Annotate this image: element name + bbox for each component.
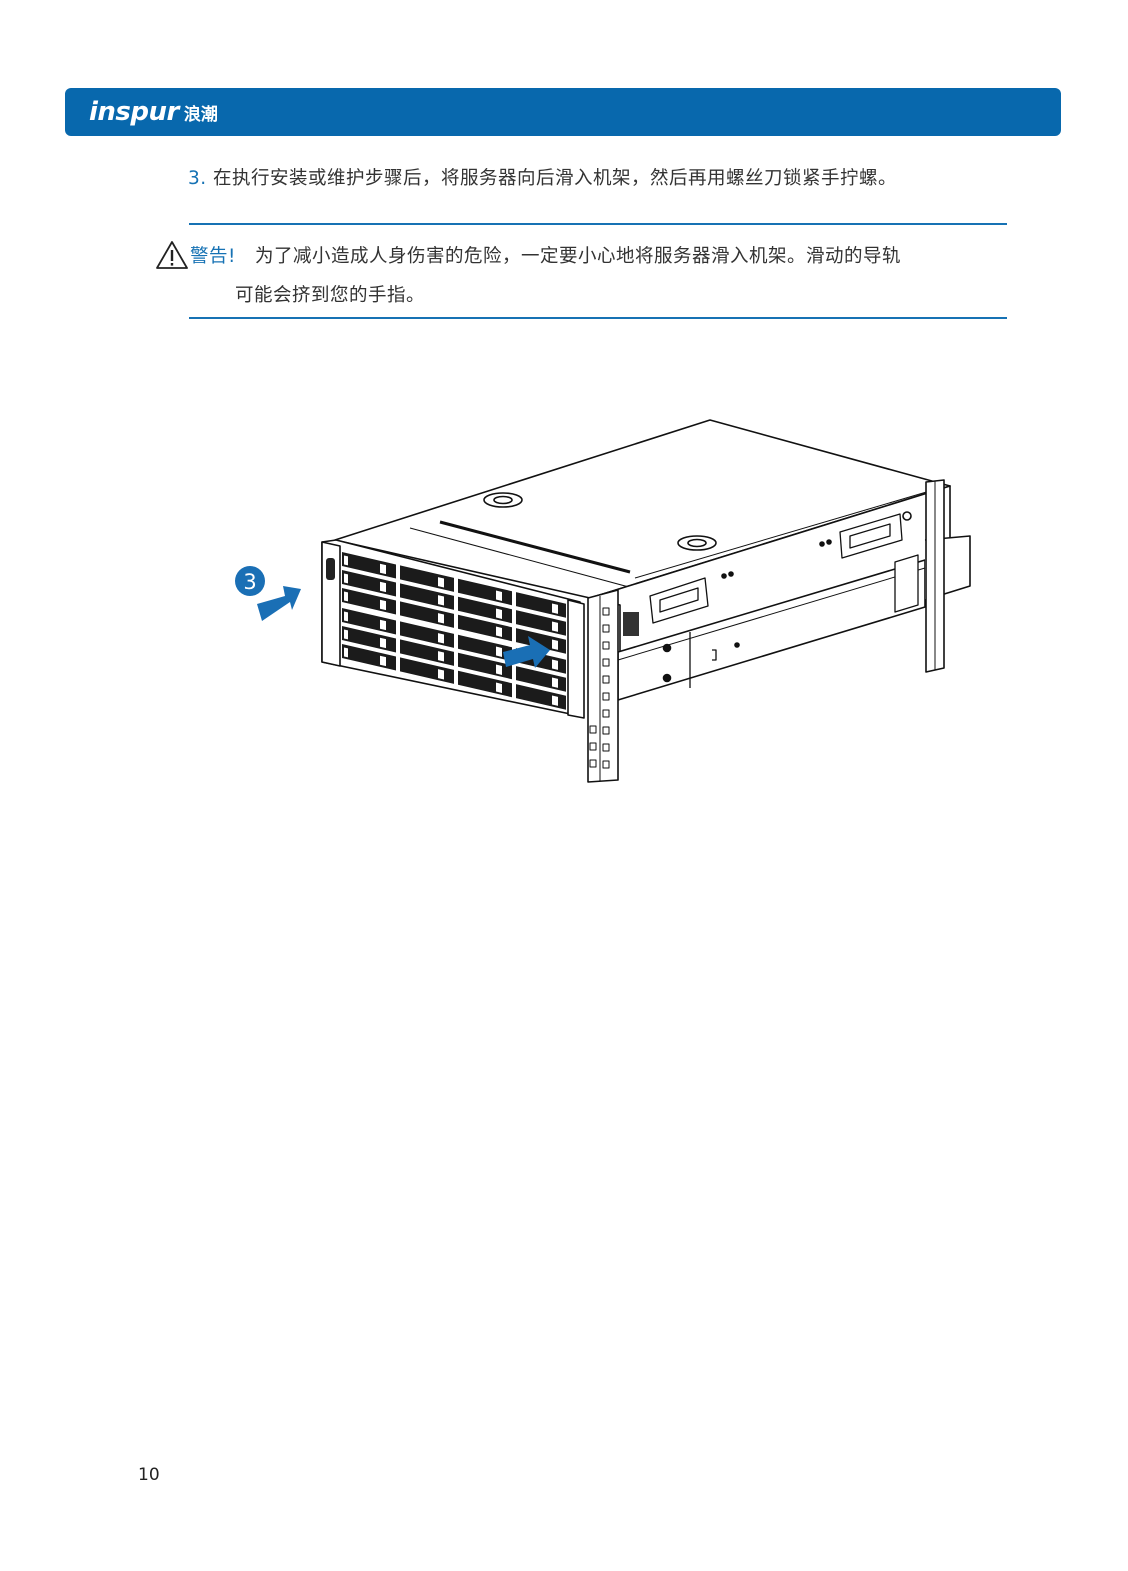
warning-bottom-divider bbox=[189, 317, 1007, 319]
header-bar: inspur 浪潮 bbox=[65, 88, 1061, 136]
logo-text-cn: 浪潮 bbox=[183, 105, 218, 125]
step-instruction: 3. 在执行安装或维护步骤后，将服务器向后滑入机架，然后再用螺丝刀锁紧手拧螺。 bbox=[188, 164, 897, 190]
step-text: 在执行安装或维护步骤后，将服务器向后滑入机架，然后再用螺丝刀锁紧手拧螺。 bbox=[206, 168, 898, 189]
svg-text:3: 3 bbox=[243, 570, 256, 594]
inspur-logo: inspur 浪潮 bbox=[89, 97, 218, 127]
step-number: 3. bbox=[188, 168, 207, 189]
warning-label: 警告! bbox=[190, 246, 236, 267]
step-callout-badge: 3 bbox=[235, 566, 265, 596]
warning-text-line1: 为了减小造成人身伤害的危险，一定要小心地将服务器滑入机架。滑动的导轨 bbox=[255, 246, 902, 267]
push-arrow-icon-front bbox=[503, 636, 550, 668]
front-rack-post bbox=[587, 589, 619, 783]
warning-text-line2: 可能会挤到您的手指。 bbox=[235, 285, 426, 306]
warning-top-divider bbox=[189, 223, 1007, 225]
warning-triangle-icon bbox=[156, 241, 188, 269]
drive-bays bbox=[342, 552, 566, 710]
logo-text-en: inspur bbox=[89, 97, 179, 127]
page-number: 10 bbox=[138, 1465, 160, 1485]
side-handle-icon bbox=[649, 513, 903, 624]
rear-rack-post bbox=[925, 479, 945, 673]
push-arrow-icon-left bbox=[257, 586, 301, 621]
server-rack-illustration: 3 bbox=[235, 419, 971, 783]
